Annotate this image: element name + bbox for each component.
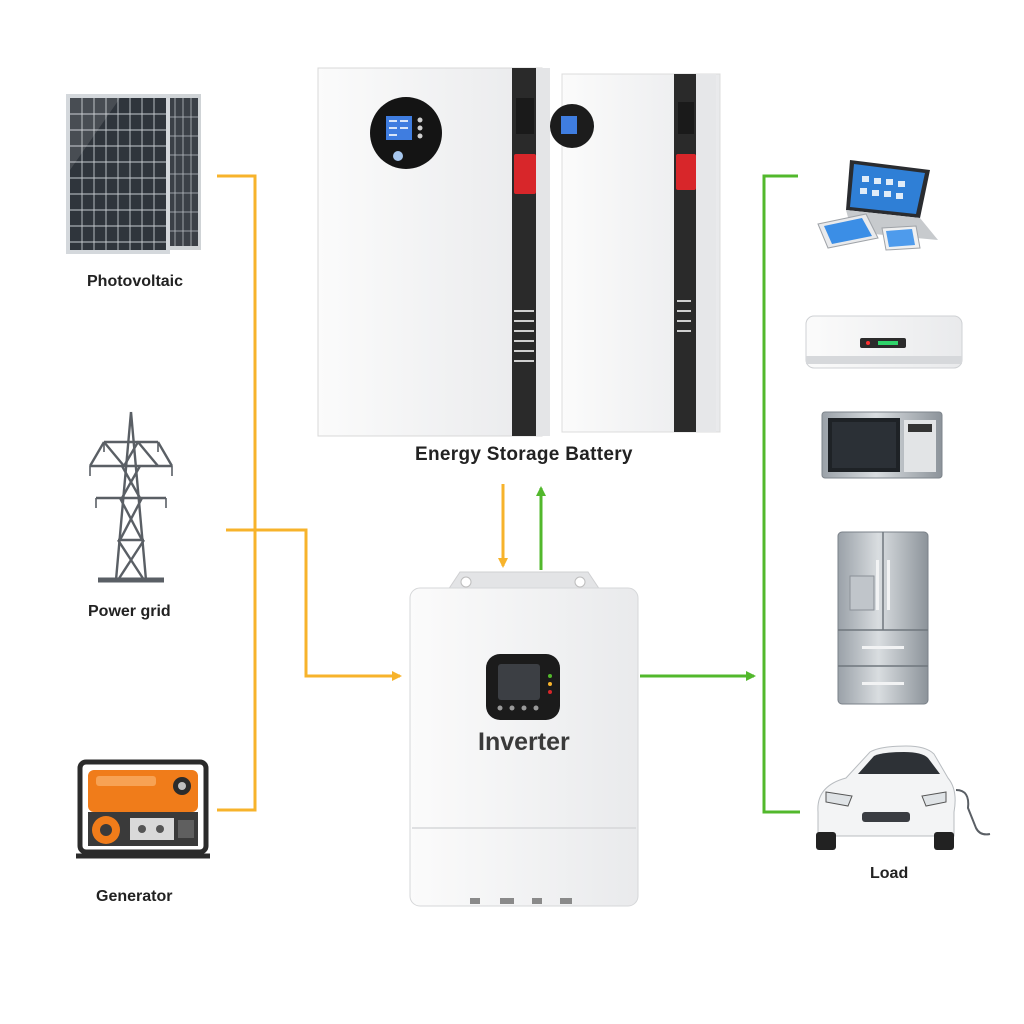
battery-unit-front: [317, 67, 550, 437]
input-flow-lines: [217, 174, 508, 812]
label-energy-storage-battery: Energy Storage Battery: [415, 444, 633, 465]
load-bus-line: [762, 174, 800, 814]
inverter-unit: [409, 571, 639, 907]
solar-panel-icon: [66, 94, 201, 254]
electric-car-icon: [816, 745, 991, 850]
label-generator: Generator: [96, 888, 173, 905]
microwave-icon: [821, 411, 943, 479]
transmission-tower-icon: [88, 411, 174, 583]
generator-icon: [76, 759, 210, 859]
battery-unit-rear: [550, 73, 721, 433]
pv-feed-line: [217, 174, 257, 812]
grid-feed-line: [226, 528, 402, 681]
label-photovoltaic: Photovoltaic: [87, 273, 184, 290]
label-power-grid: Power grid: [88, 603, 171, 620]
refrigerator-icon: [837, 531, 929, 705]
laptop-icon: [817, 160, 938, 251]
label-inverter: Inverter: [478, 728, 570, 756]
air-conditioner-icon: [805, 315, 963, 369]
label-load: Load: [870, 865, 909, 882]
output-flow-lines: [536, 174, 800, 814]
